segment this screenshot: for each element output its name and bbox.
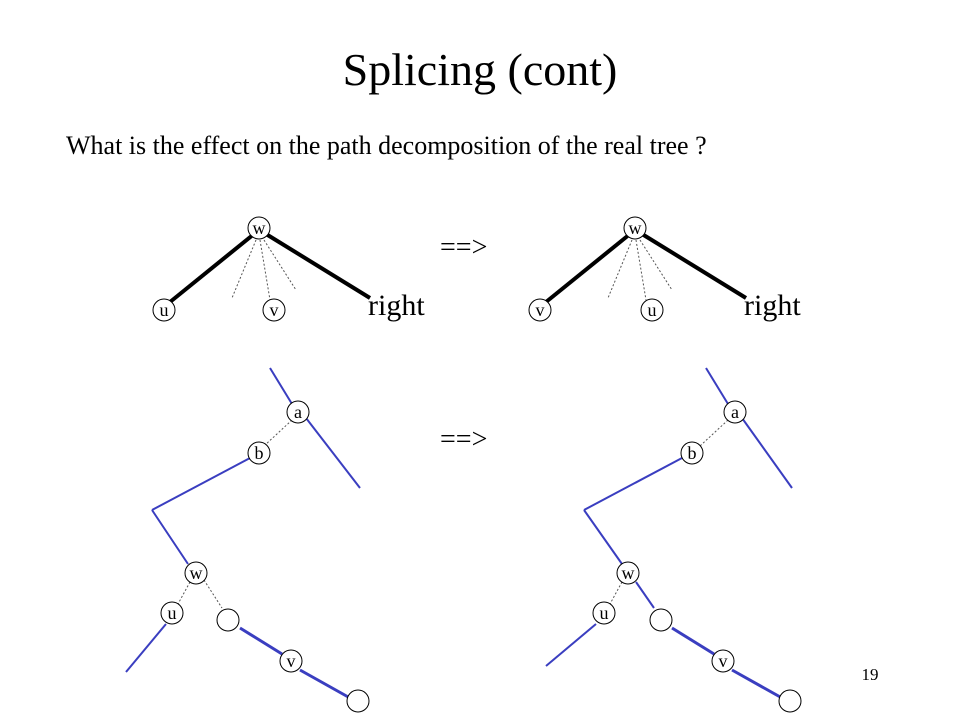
path-edge bbox=[125, 623, 167, 673]
node-v-label: v bbox=[536, 300, 545, 320]
node-w-label: w bbox=[253, 218, 266, 238]
node-w bbox=[247, 216, 271, 240]
node-a-label: a bbox=[731, 402, 739, 422]
bottom-arrow: ==> bbox=[440, 424, 487, 455]
node-empty bbox=[649, 608, 673, 632]
edge-w-right bbox=[640, 232, 748, 300]
path-edge bbox=[635, 581, 655, 609]
right-label: right bbox=[368, 289, 425, 322]
node-b-label: b bbox=[255, 443, 264, 463]
dotted-edge bbox=[609, 581, 623, 605]
node-w bbox=[623, 216, 647, 240]
node-u bbox=[640, 298, 664, 322]
dotted-edge bbox=[639, 239, 673, 291]
path-edge bbox=[545, 623, 597, 667]
node-b-label: b bbox=[688, 443, 697, 463]
node-w-label: w bbox=[622, 563, 635, 583]
path-edge bbox=[151, 509, 189, 565]
edge-w-right bbox=[264, 232, 372, 300]
dotted-edge bbox=[177, 581, 191, 605]
dotted-edge bbox=[263, 419, 293, 447]
edge-w-u bbox=[168, 232, 256, 304]
node-u-label: u bbox=[168, 603, 177, 623]
node-v bbox=[711, 649, 735, 673]
top-right-tree: w v u right bbox=[528, 216, 801, 322]
path-edge bbox=[239, 626, 283, 656]
edge-w-v bbox=[544, 232, 632, 304]
node-u bbox=[160, 601, 184, 625]
right-label: right bbox=[744, 289, 801, 322]
dotted-edge bbox=[607, 239, 633, 299]
page-number: 19 bbox=[861, 665, 879, 684]
node-a bbox=[723, 400, 747, 424]
top-arrow: ==> bbox=[440, 232, 487, 263]
node-w-label: w bbox=[190, 563, 203, 583]
slide-title: Splicing (cont) bbox=[342, 44, 618, 95]
node-v-label: v bbox=[270, 300, 279, 320]
node-empty bbox=[346, 689, 370, 713]
dotted-edge bbox=[259, 239, 271, 301]
node-w bbox=[184, 561, 208, 585]
path-edge bbox=[671, 626, 715, 656]
path-edge bbox=[151, 457, 251, 511]
path-edge bbox=[299, 668, 351, 700]
top-left-tree: w u v right bbox=[152, 216, 425, 322]
path-edge bbox=[705, 367, 729, 405]
node-b bbox=[680, 441, 704, 465]
node-u-label: u bbox=[648, 300, 657, 320]
dotted-edge bbox=[635, 239, 647, 301]
node-b bbox=[247, 441, 271, 465]
dotted-edge bbox=[231, 239, 257, 299]
node-u-label: u bbox=[160, 300, 169, 320]
node-v bbox=[262, 298, 286, 322]
path-edge bbox=[305, 417, 361, 489]
path-edge bbox=[741, 417, 793, 489]
path-edge bbox=[269, 367, 293, 405]
node-a-label: a bbox=[294, 402, 302, 422]
path-edge bbox=[583, 509, 623, 565]
node-u bbox=[592, 601, 616, 625]
dotted-edge bbox=[699, 419, 729, 447]
node-w-label: w bbox=[629, 218, 642, 238]
dotted-edge bbox=[203, 579, 223, 609]
bottom-right-tree: a b w u v bbox=[545, 367, 802, 713]
node-a bbox=[286, 400, 310, 424]
node-empty bbox=[778, 689, 802, 713]
node-u-label: u bbox=[600, 603, 609, 623]
slide-subtitle: What is the effect on the path decomposi… bbox=[66, 131, 707, 160]
node-v bbox=[279, 649, 303, 673]
node-u bbox=[152, 298, 176, 322]
node-empty bbox=[216, 608, 240, 632]
node-v-label: v bbox=[287, 651, 296, 671]
path-edge bbox=[583, 457, 683, 511]
dotted-edge bbox=[263, 239, 297, 291]
bottom-left-tree: a b w u v bbox=[125, 367, 370, 713]
node-v bbox=[528, 298, 552, 322]
node-w bbox=[616, 561, 640, 585]
path-edge bbox=[731, 668, 783, 700]
node-v-label: v bbox=[719, 651, 728, 671]
